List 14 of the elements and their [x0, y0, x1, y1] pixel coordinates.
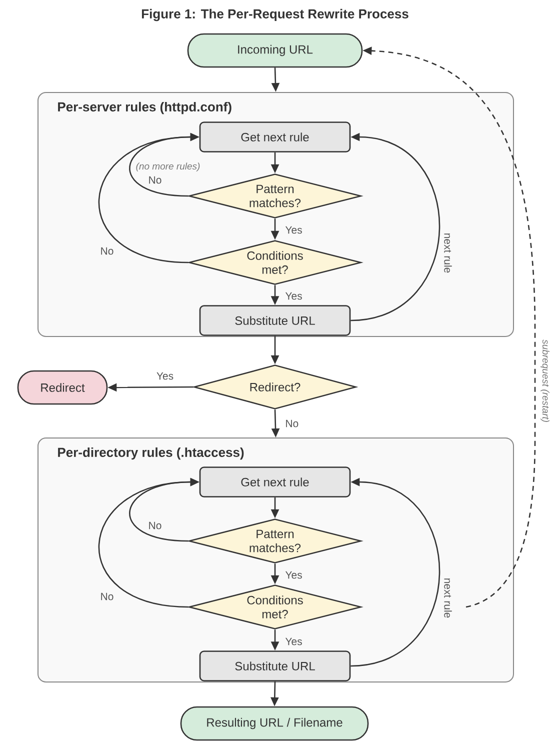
- end-terminal: Resulting URL / Filename: [180, 706, 369, 741]
- process-box: Get next rule: [199, 122, 351, 152]
- title: Figure 1: The Per-Request Rewrite Process: [142, 8, 408, 22]
- edge-label: subrequest (restart): [540, 338, 550, 424]
- note-text: (no more rules): [136, 162, 200, 172]
- process-box: Substitute URL: [199, 305, 351, 336]
- process-box: Substitute URL: [199, 650, 351, 682]
- edge-label: No: [284, 418, 300, 428]
- edge-label: Yes: [155, 371, 175, 381]
- end-terminal: Redirect: [17, 370, 108, 405]
- process-box: Get next rule: [199, 466, 351, 498]
- edge-label: next rule: [443, 232, 453, 274]
- start-terminal: Incoming URL: [187, 33, 363, 68]
- edge-label: next rule: [443, 576, 453, 620]
